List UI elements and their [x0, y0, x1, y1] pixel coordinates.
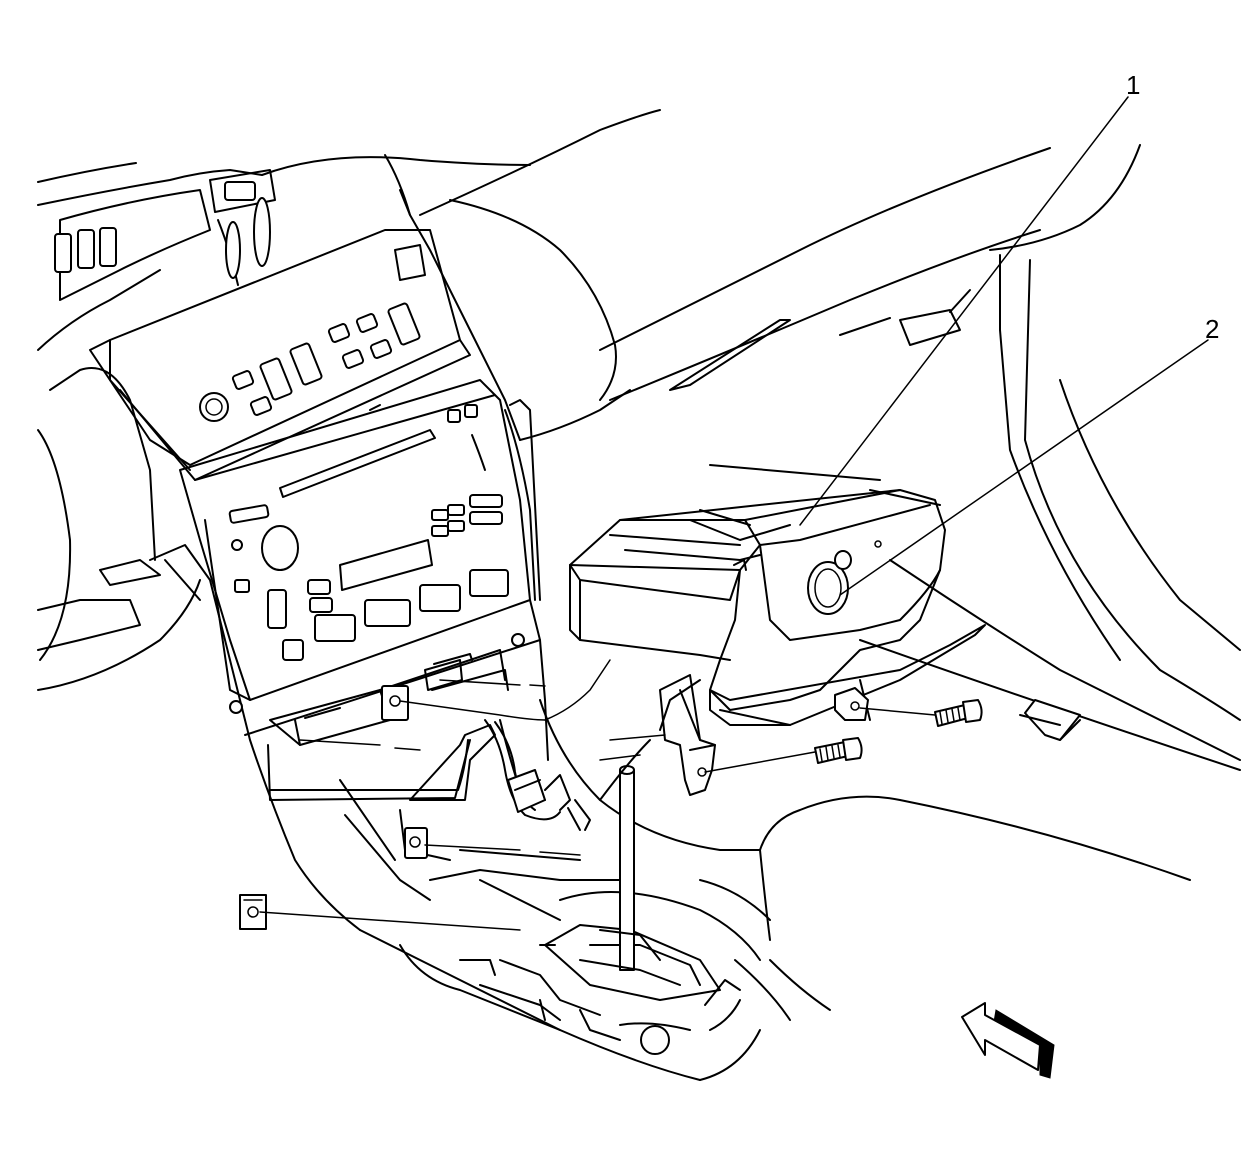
console-bracket	[569, 489, 946, 711]
callout-1-label: 1	[1126, 70, 1140, 100]
steering-column-area	[37, 169, 276, 721]
callout-leaders	[799, 96, 1209, 596]
center-console-bezel	[244, 599, 621, 931]
radio-receiver	[179, 379, 541, 714]
installation-leader-lines	[259, 659, 936, 931]
floor-console	[359, 699, 831, 1081]
wiring-harness	[484, 719, 591, 831]
instrument-panel	[37, 109, 1241, 771]
floor-clip	[1019, 699, 1081, 741]
view-direction-arrow-icon	[961, 1002, 1055, 1079]
bolt-lower	[814, 737, 863, 764]
bracket-side-rails	[659, 624, 986, 796]
callout-2-label: 2	[1205, 314, 1219, 344]
climate-control-panel	[89, 229, 471, 481]
console-armrest-area	[599, 679, 1191, 941]
bolt-upper	[934, 699, 983, 727]
